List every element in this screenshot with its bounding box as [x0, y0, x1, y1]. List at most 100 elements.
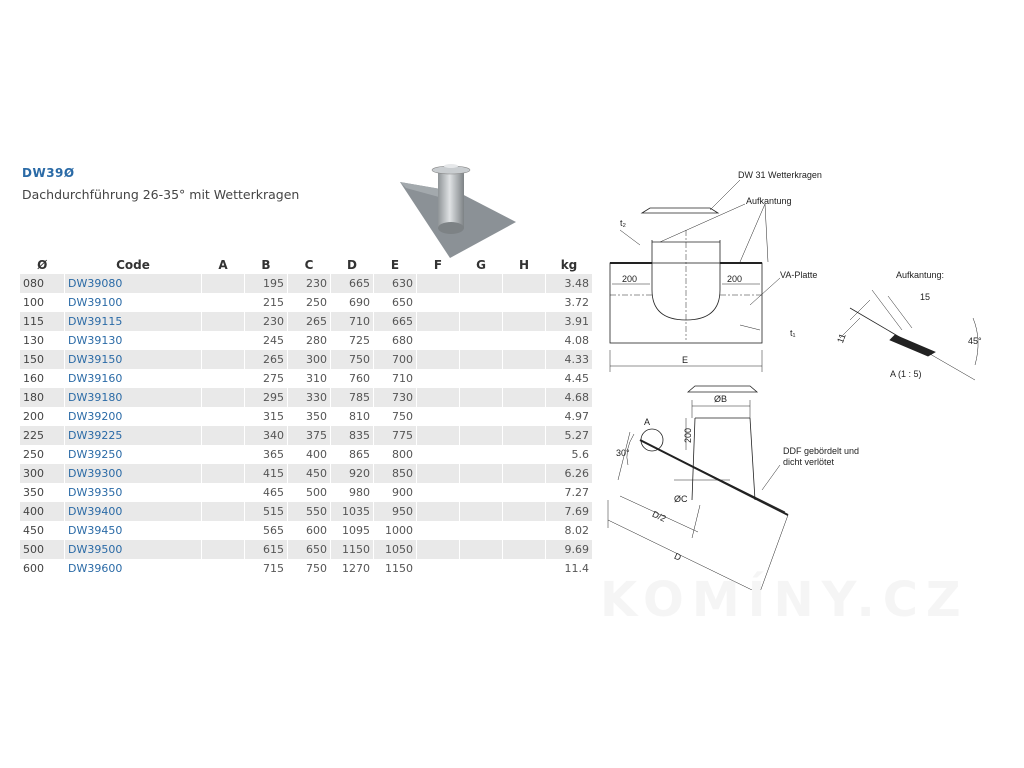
- label-aufkantung: Aufkantung: [746, 196, 792, 206]
- c-cell: 375: [287, 426, 331, 445]
- empty-cell: [459, 559, 503, 578]
- label-ddf-line2: dicht verlötet: [783, 457, 835, 467]
- empty-cell: [201, 369, 245, 388]
- c-cell: 350: [287, 407, 331, 426]
- empty-cell: [416, 502, 460, 521]
- kg-cell: 5.27: [545, 426, 593, 445]
- code-link[interactable]: DW39300: [64, 464, 202, 483]
- diameter-cell: 350: [20, 483, 65, 502]
- dim-15: 15: [920, 292, 930, 302]
- empty-cell: [416, 521, 460, 540]
- diameter-cell: 080: [20, 274, 65, 293]
- column-header: H: [518, 257, 530, 272]
- empty-cell: [201, 464, 245, 483]
- d-cell: 750: [330, 350, 374, 369]
- code-link[interactable]: DW39080: [64, 274, 202, 293]
- d-cell: 980: [330, 483, 374, 502]
- empty-cell: [416, 426, 460, 445]
- kg-cell: 4.97: [545, 407, 593, 426]
- empty-cell: [416, 407, 460, 426]
- e-cell: 680: [373, 331, 417, 350]
- code-link[interactable]: DW39225: [64, 426, 202, 445]
- code-link[interactable]: DW39250: [64, 445, 202, 464]
- empty-cell: [459, 502, 503, 521]
- c-cell: 550: [287, 502, 331, 521]
- b-cell: 340: [244, 426, 288, 445]
- code-link[interactable]: DW39150: [64, 350, 202, 369]
- code-link[interactable]: DW39100: [64, 293, 202, 312]
- code-link[interactable]: DW39350: [64, 483, 202, 502]
- empty-cell: [416, 312, 460, 331]
- e-cell: 1050: [373, 540, 417, 559]
- kg-cell: 11.4: [545, 559, 593, 578]
- empty-cell: [416, 559, 460, 578]
- label-ddf-line1: DDF gebördelt und: [783, 446, 859, 456]
- empty-cell: [459, 407, 503, 426]
- e-cell: 1150: [373, 559, 417, 578]
- empty-cell: [502, 312, 546, 331]
- empty-cell: [502, 540, 546, 559]
- b-cell: 365: [244, 445, 288, 464]
- d-cell: 920: [330, 464, 374, 483]
- empty-cell: [201, 426, 245, 445]
- e-cell: 950: [373, 502, 417, 521]
- empty-cell: [416, 293, 460, 312]
- code-link[interactable]: DW39130: [64, 331, 202, 350]
- e-cell: 850: [373, 464, 417, 483]
- d-cell: 725: [330, 331, 374, 350]
- b-cell: 465: [244, 483, 288, 502]
- e-cell: 900: [373, 483, 417, 502]
- empty-cell: [201, 274, 245, 293]
- label-t2: t₂: [620, 218, 627, 228]
- c-cell: 230: [287, 274, 331, 293]
- empty-cell: [502, 407, 546, 426]
- kg-cell: 7.69: [545, 502, 593, 521]
- c-cell: 300: [287, 350, 331, 369]
- empty-cell: [201, 331, 245, 350]
- empty-cell: [201, 540, 245, 559]
- code-link[interactable]: DW39200: [64, 407, 202, 426]
- diameter-cell: 160: [20, 369, 65, 388]
- b-cell: 615: [244, 540, 288, 559]
- empty-cell: [459, 331, 503, 350]
- dim-b: ØB: [714, 394, 727, 404]
- kg-cell: 4.45: [545, 369, 593, 388]
- detail-a-label: A (1 : 5): [890, 369, 922, 379]
- kg-cell: 4.33: [545, 350, 593, 369]
- empty-cell: [416, 369, 460, 388]
- empty-cell: [201, 559, 245, 578]
- empty-cell: [201, 312, 245, 331]
- code-link[interactable]: DW39115: [64, 312, 202, 331]
- empty-cell: [502, 369, 546, 388]
- angle-30: 30°: [616, 448, 630, 458]
- dim-200-left: 200: [622, 274, 637, 284]
- c-cell: 650: [287, 540, 331, 559]
- column-header: Ø: [37, 257, 48, 272]
- diameter-cell: 115: [20, 312, 65, 331]
- b-cell: 265: [244, 350, 288, 369]
- diameter-cell: 500: [20, 540, 65, 559]
- code-link[interactable]: DW39180: [64, 388, 202, 407]
- technical-drawing: DW 31 Wetterkragen Aufkantung VA-Platte …: [607, 170, 982, 590]
- empty-cell: [416, 388, 460, 407]
- code-link[interactable]: DW39500: [64, 540, 202, 559]
- code-link[interactable]: DW39600: [64, 559, 202, 578]
- empty-cell: [416, 274, 460, 293]
- diameter-cell: 250: [20, 445, 65, 464]
- c-cell: 450: [287, 464, 331, 483]
- column-header: A: [218, 257, 228, 272]
- diameter-cell: 300: [20, 464, 65, 483]
- code-link[interactable]: DW39160: [64, 369, 202, 388]
- empty-cell: [502, 293, 546, 312]
- code-link[interactable]: DW39450: [64, 521, 202, 540]
- dim-d-half: D/2: [651, 509, 668, 524]
- code-link[interactable]: DW39400: [64, 502, 202, 521]
- kg-cell: 7.27: [545, 483, 593, 502]
- product-subtitle: Dachdurchführung 26-35° mit Wetterkragen: [22, 187, 300, 202]
